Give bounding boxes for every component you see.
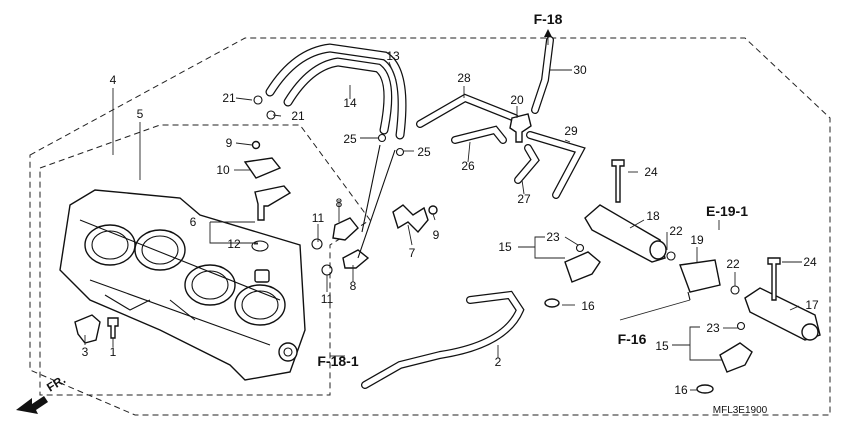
callout-7: 7	[409, 246, 416, 260]
washer-11-lower	[321, 264, 333, 276]
callout-14: 14	[343, 96, 357, 110]
callout-2: 2	[495, 355, 502, 369]
callout-1: 1	[110, 345, 117, 359]
callout-29: 29	[564, 124, 578, 138]
bracket-7	[392, 204, 429, 234]
callout-17: 17	[805, 298, 819, 312]
o-ring-12	[251, 240, 269, 252]
callout-26: 26	[461, 159, 475, 173]
callout-8a: 8	[336, 196, 343, 210]
callout-24a: 24	[644, 165, 658, 179]
ref-f18: F-18	[534, 11, 563, 27]
screw-1	[107, 317, 119, 339]
bolt-24-lower	[767, 257, 781, 301]
callout-19: 19	[690, 233, 704, 247]
callout-22b: 22	[726, 257, 740, 271]
callout-20: 20	[510, 93, 524, 107]
callout-22a: 22	[669, 224, 683, 238]
callout-24b: 24	[803, 255, 817, 269]
bracket-3	[74, 314, 101, 344]
callout-27: 27	[517, 192, 531, 206]
sensor-cover-10	[243, 157, 282, 179]
clip-25-a	[377, 133, 387, 143]
front-label: FR.	[44, 372, 68, 394]
injector-15-lower	[719, 342, 753, 373]
ring-22-lower	[730, 285, 740, 295]
callout-13: 13	[386, 49, 400, 63]
callout-21a: 21	[222, 91, 236, 105]
callout-23a: 23	[546, 230, 560, 244]
clip-21-a	[253, 95, 263, 105]
callout-16a: 16	[581, 299, 595, 313]
callout-15a: 15	[498, 240, 512, 254]
diagram-code: MFL3E1900	[713, 405, 768, 416]
fuel-rail-18	[584, 204, 666, 263]
callout-18: 18	[646, 209, 660, 223]
cushion-23-lower	[736, 321, 746, 331]
cushion-23-upper	[575, 243, 585, 253]
callout-23b: 23	[706, 321, 720, 335]
joint-8-lower	[342, 249, 370, 269]
clip-25-b	[395, 147, 405, 157]
seal-16-upper	[544, 298, 560, 308]
map-sensor-6	[254, 185, 292, 221]
callout-11a: 11	[312, 211, 325, 225]
callout-5: 5	[137, 107, 144, 121]
front-arrow-icon	[16, 396, 48, 414]
ref-e19-1: E-19-1	[706, 203, 748, 219]
callout-6: 6	[190, 215, 197, 229]
fuel-rail-17	[744, 287, 821, 341]
callout-9a: 9	[226, 136, 233, 150]
bolt-24-upper	[611, 159, 625, 203]
injector-15-upper	[564, 251, 601, 283]
callout-30: 30	[573, 63, 587, 77]
callout-8b: 8	[350, 279, 357, 293]
callout-28: 28	[457, 71, 471, 85]
pressure-regulator-19	[679, 259, 721, 293]
f18-arrow-icon	[544, 29, 552, 37]
throttle-body-outline-5	[39, 124, 371, 396]
screw-9-right	[428, 205, 438, 215]
joint-8-upper	[332, 217, 359, 241]
callout-25a: 25	[343, 132, 357, 146]
callout-25b: 25	[417, 145, 431, 159]
callout-3: 3	[82, 345, 89, 359]
ring-22-upper	[666, 251, 676, 261]
callout-10: 10	[216, 163, 230, 177]
ref-f16: F-16	[618, 331, 647, 347]
callout-9b: 9	[433, 228, 440, 242]
callout-12: 12	[227, 237, 241, 251]
leader-lines	[84, 30, 802, 391]
seal-16-lower	[696, 384, 714, 394]
callout-15b: 15	[655, 339, 669, 353]
hose-connector	[357, 144, 396, 259]
callout-21b: 21	[291, 109, 305, 123]
callout-16b: 16	[674, 383, 688, 397]
washer-11-upper	[311, 238, 323, 250]
joint-20	[509, 113, 532, 143]
screw-9-top	[251, 140, 261, 150]
callout-4: 4	[110, 73, 117, 87]
throttle-body	[59, 189, 306, 381]
ref-f18-1: F-18-1	[317, 353, 358, 369]
callout-11b: 11	[321, 292, 334, 306]
